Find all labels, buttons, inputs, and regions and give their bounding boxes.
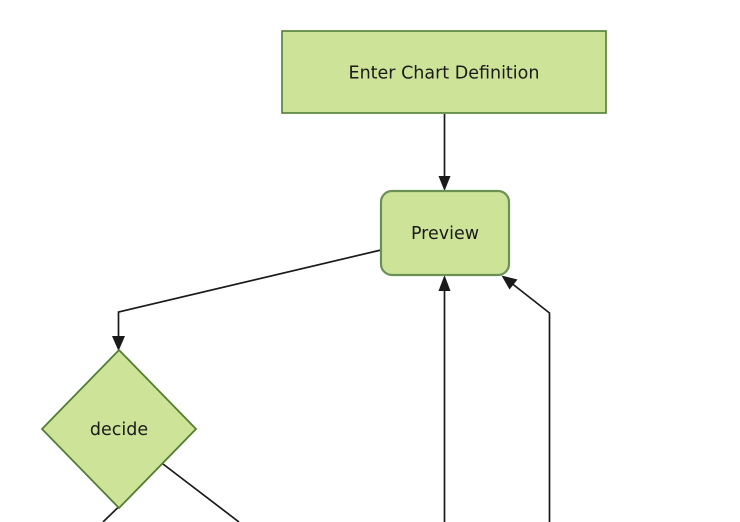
arrowhead-icon [438, 176, 451, 191]
node-label-decide: decide [90, 420, 148, 440]
edge-bottom-center-to-preview [438, 275, 451, 522]
node-label-enter-chart-definition: Enter Chart Definition [349, 64, 540, 84]
node-rectangle[interactable] [281, 30, 607, 114]
node-enter-chart-definition[interactable]: Enter Chart Definition [281, 30, 607, 114]
node-preview[interactable]: Preview [379, 189, 511, 277]
arrowhead-icon [112, 336, 125, 351]
arrowhead-icon [501, 275, 518, 290]
edge-decide-bottom-out [102, 506, 120, 522]
edge-enter-to-preview [438, 114, 451, 191]
edge-preview-to-decide [112, 249, 382, 351]
edge-decide-right-out [162, 463, 240, 522]
node-decide[interactable]: decide [40, 348, 198, 510]
node-diamond[interactable] [40, 348, 198, 510]
node-rounded-rectangle[interactable] [379, 189, 511, 277]
edge-bottom-right-to-preview [501, 275, 551, 522]
arrowhead-icon [438, 275, 451, 291]
node-label-preview: Preview [411, 224, 479, 244]
